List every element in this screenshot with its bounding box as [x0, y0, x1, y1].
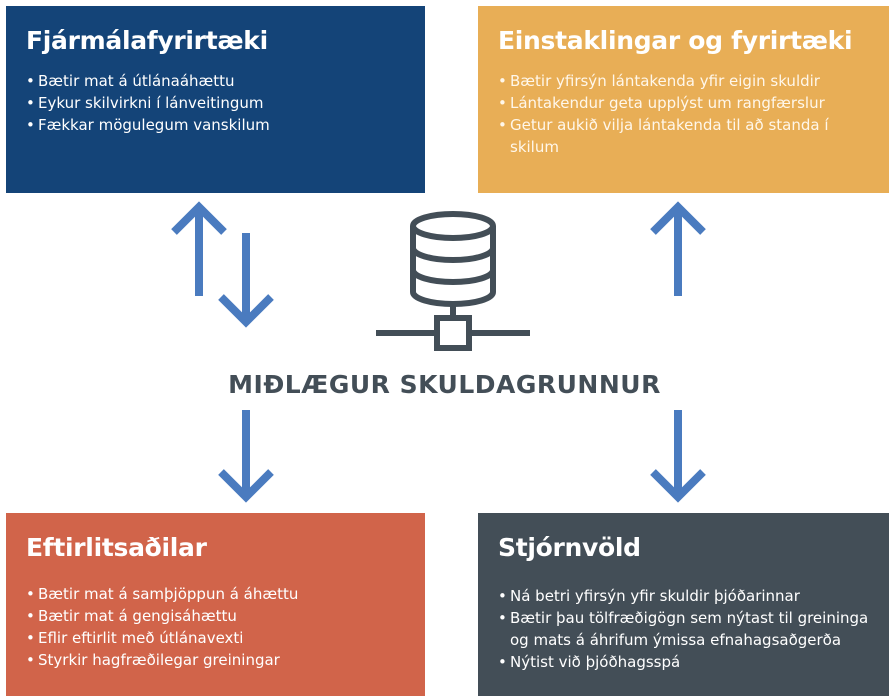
individuals-companies-list: Bætir yfirsýn lántakenda yfir eigin skul…: [498, 70, 869, 158]
list-item: Fækkar mögulegum vanskilum: [26, 114, 405, 136]
regulators-box: Eftirlitsaðilar Bætir mat á samþjöppun á…: [6, 513, 425, 696]
government-title: Stjórnvöld: [498, 533, 641, 562]
government-list: Ná betri yfirsýn yfir skuldir þjóðarinna…: [498, 585, 869, 673]
financial-institutions-box: Fjármálafyrirtæki Bætir mat á útlánaáhæt…: [6, 6, 425, 193]
government-box: Stjórnvöld Ná betri yfirsýn yfir skuldir…: [478, 513, 889, 696]
list-item: Styrkir hagfræðilegar greiningar: [26, 649, 405, 671]
list-item: Eflir eftirlit með útlánavexti: [26, 627, 405, 649]
list-item: Eykur skilvirkni í lánveitingum: [26, 92, 405, 114]
database-network-icon: [376, 211, 530, 351]
central-database-title: MIÐLÆGUR SKULDAGRUNNUR: [228, 370, 661, 399]
list-item: Bætir mat á útlánaáhættu: [26, 70, 405, 92]
financial-institutions-title: Fjármálafyrirtæki: [26, 26, 268, 55]
regulators-list: Bætir mat á samþjöppun á áhættu Bætir ma…: [26, 583, 405, 671]
list-item: Bætir þau tölfræðigögn sem nýtast til gr…: [498, 607, 869, 651]
arrow-down-regulators: [218, 410, 274, 503]
regulators-title: Eftirlitsaðilar: [26, 533, 207, 562]
arrow-down-financial: [218, 233, 274, 328]
financial-institutions-list: Bætir mat á útlánaáhættu Eykur skilvirkn…: [26, 70, 405, 136]
list-item: Getur aukið vilja lántakenda til að stan…: [498, 114, 869, 158]
list-item: Lántakendur geta upplýst um rangfærslur: [498, 92, 869, 114]
list-item: Bætir mat á gengisáhættu: [26, 605, 405, 627]
list-item: Ná betri yfirsýn yfir skuldir þjóðarinna…: [498, 585, 869, 607]
arrow-down-government: [650, 410, 706, 503]
list-item: Bætir mat á samþjöppun á áhættu: [26, 583, 405, 605]
individuals-companies-title: Einstaklingar og fyrirtæki: [498, 26, 853, 55]
list-item: Nýtist við þjóðhagsspá: [498, 651, 869, 673]
list-item: Bætir yfirsýn lántakenda yfir eigin skul…: [498, 70, 869, 92]
arrow-up-financial: [171, 201, 227, 296]
individuals-companies-box: Einstaklingar og fyrirtæki Bætir yfirsýn…: [478, 6, 889, 193]
arrow-up-individuals: [650, 201, 706, 296]
